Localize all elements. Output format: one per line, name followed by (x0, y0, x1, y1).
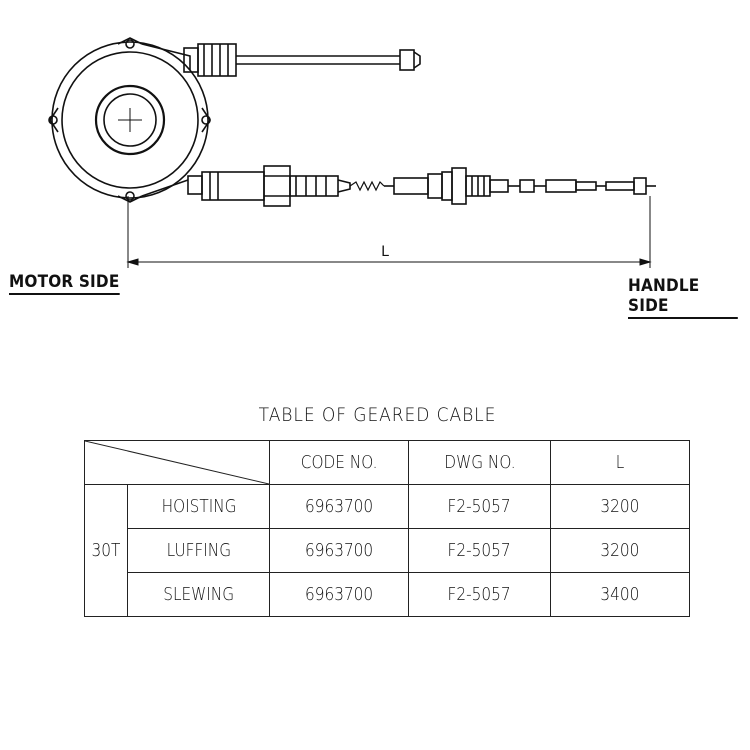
dwg-cell: F2-5057 (408, 484, 551, 529)
dimension-line (126, 196, 652, 268)
diagonal-line (85, 441, 269, 484)
code-cell: 6963700 (269, 484, 409, 529)
header-L: L (550, 440, 690, 485)
function-cell: LUFFING (127, 528, 270, 573)
dwg-cell: F2-5057 (408, 572, 551, 617)
header-dwg: DWG NO. (408, 440, 551, 485)
length-cell: 3200 (550, 484, 690, 529)
function-cell: SLEWING (127, 572, 270, 617)
length-cell: 3200 (550, 528, 690, 573)
geared-cable-table: CODE NO. DWG NO. L 30T HOISTING 6963700 … (83, 440, 690, 617)
handle-side-label: HANDLE SIDE (628, 276, 738, 319)
dwg-cell: F2-5057 (408, 528, 551, 573)
header-code: CODE NO. (269, 440, 409, 485)
motor-housing (48, 37, 211, 203)
motor-side-label: MOTOR SIDE (9, 272, 120, 295)
table-title: TABLE OF GEARED CABLE (258, 404, 497, 426)
code-cell: 6963700 (269, 572, 409, 617)
code-cell: 6963700 (269, 528, 409, 573)
geared-cable-drawing: L (48, 37, 656, 268)
length-cell: 3400 (550, 572, 690, 617)
upper-cable (183, 43, 421, 77)
dimension-label-L: L (381, 244, 389, 260)
group-cell: 30T (83, 484, 129, 617)
lower-cable-assembly (187, 165, 656, 207)
corner-cell (84, 440, 270, 485)
table-row: 30T HOISTING 6963700 F2-5057 3200 (83, 484, 690, 617)
table-row: SLEWING 6963700 F2-5057 3400 (85, 572, 690, 617)
function-cell: HOISTING (127, 484, 270, 529)
table-row: LUFFING 6963700 F2-5057 3200 (85, 528, 690, 573)
table-header-row: CODE NO. DWG NO. L (84, 440, 690, 485)
